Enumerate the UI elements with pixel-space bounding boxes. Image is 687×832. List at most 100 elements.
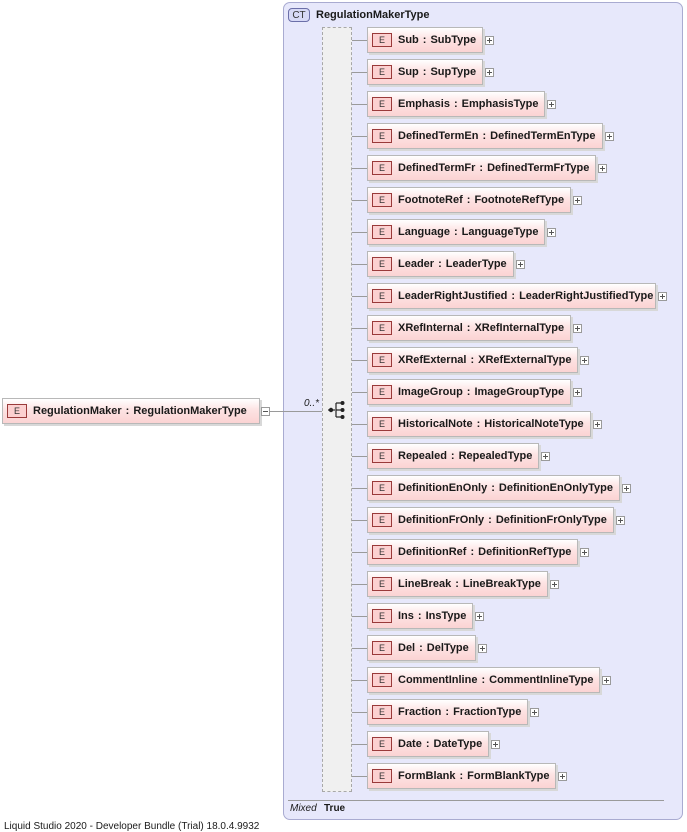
child-element-sup[interactable]: E Sup : SupType — [367, 59, 483, 85]
child-element-type: LeaderRightJustifiedType — [519, 290, 654, 302]
child-element-separator: : — [450, 450, 455, 462]
child-element-type: EmphasisType — [461, 98, 539, 110]
expand-icon[interactable] — [558, 772, 567, 781]
child-connector — [352, 712, 367, 713]
child-element-definitionfronly[interactable]: E DefinitionFrOnly : DefinitionFrOnlyTyp… — [367, 507, 614, 533]
child-element-del[interactable]: E Del : DelType — [367, 635, 476, 661]
child-element-language[interactable]: E Language : LanguageType — [367, 219, 545, 245]
child-element-imagegroup[interactable]: E ImageGroup : ImageGroupType — [367, 379, 571, 405]
child-element-ins[interactable]: E Ins : InsType — [367, 603, 473, 629]
child-element-separator: : — [466, 322, 471, 334]
root-connector — [270, 411, 322, 412]
expand-icon[interactable] — [485, 68, 494, 77]
child-element-separator: : — [453, 226, 458, 238]
child-element-footnoteref[interactable]: E FootnoteRef : FootnoteRefType — [367, 187, 571, 213]
child-element-name: Sup — [398, 66, 419, 78]
child-element-separator: : — [466, 386, 471, 398]
expand-icon[interactable] — [598, 164, 607, 173]
element-badge: E — [372, 417, 392, 431]
child-element-separator: : — [445, 706, 450, 718]
child-element-commentinline[interactable]: E CommentInline : CommentInlineType — [367, 667, 600, 693]
child-element-name: Sub — [398, 34, 419, 46]
child-element-type: RepealedType — [458, 450, 533, 462]
child-element-separator: : — [422, 34, 427, 46]
child-element-leader[interactable]: E Leader : LeaderType — [367, 251, 514, 277]
expand-icon[interactable] — [658, 292, 667, 301]
expand-icon[interactable] — [530, 708, 539, 717]
child-element-definitionenonly[interactable]: E DefinitionEnOnly : DefinitionEnOnlyTyp… — [367, 475, 620, 501]
child-element-name: Del — [398, 642, 416, 654]
expand-icon[interactable] — [547, 100, 556, 109]
child-element-separator: : — [453, 98, 458, 110]
child-element-name: Emphasis — [398, 98, 450, 110]
sequence-compositor-icon[interactable] — [328, 400, 348, 420]
expand-icon[interactable] — [580, 356, 589, 365]
child-connector — [352, 264, 367, 265]
child-connector — [352, 776, 367, 777]
child-element-type: LanguageType — [461, 226, 539, 238]
child-element-name: DefinedTermEn — [398, 130, 479, 142]
child-element-type: InsType — [425, 610, 467, 622]
child-connector — [352, 744, 367, 745]
child-element-repealed[interactable]: E Repealed : RepealedType — [367, 443, 539, 469]
expand-icon[interactable] — [616, 516, 625, 525]
root-element-name: RegulationMaker — [33, 405, 122, 417]
child-element-historicalnote[interactable]: E HistoricalNote : HistoricalNoteType — [367, 411, 591, 437]
multiplicity-label: 0..* — [304, 398, 320, 409]
child-element-name: Fraction — [398, 706, 442, 718]
child-element-date[interactable]: E Date : DateType — [367, 731, 489, 757]
child-connector — [352, 296, 367, 297]
child-element-formblank[interactable]: E FormBlank : FormBlankType — [367, 763, 556, 789]
expand-icon[interactable] — [491, 740, 500, 749]
root-element-type: RegulationMakerType — [133, 405, 247, 417]
child-element-separator: : — [438, 258, 442, 270]
expand-icon[interactable] — [478, 644, 487, 653]
element-badge: E — [372, 577, 392, 591]
mixed-value: True — [324, 803, 346, 814]
expand-icon[interactable] — [485, 36, 494, 45]
child-element-xrefinternal[interactable]: E XRefInternal : XRefInternalType — [367, 315, 571, 341]
child-element-type: ImageGroupType — [474, 386, 565, 398]
collapse-icon[interactable] — [261, 407, 270, 416]
child-element-emphasis[interactable]: E Emphasis : EmphasisType — [367, 91, 545, 117]
child-connector — [352, 232, 367, 233]
expand-icon[interactable] — [573, 196, 582, 205]
child-connector — [352, 40, 367, 41]
complex-type-name[interactable]: RegulationMakerType — [316, 9, 430, 21]
child-element-name: HistoricalNote — [398, 418, 473, 430]
child-connector — [352, 456, 367, 457]
element-badge: E — [372, 385, 392, 399]
expand-icon[interactable] — [547, 228, 556, 237]
child-element-type: SupType — [430, 66, 477, 78]
child-element-definedtermfr[interactable]: E DefinedTermFr : DefinedTermFrType — [367, 155, 596, 181]
child-element-sub[interactable]: E Sub : SubType — [367, 27, 483, 53]
child-element-xrefexternal[interactable]: E XRefExternal : XRefExternalType — [367, 347, 578, 373]
child-element-type: DefinitionFrOnlyType — [495, 514, 607, 526]
child-connector — [352, 104, 367, 105]
expand-icon[interactable] — [541, 452, 550, 461]
child-element-fraction[interactable]: E Fraction : FractionType — [367, 699, 528, 725]
expand-icon[interactable] — [602, 676, 611, 685]
child-element-name: XRefExternal — [398, 354, 467, 366]
expand-icon[interactable] — [573, 324, 582, 333]
expand-icon[interactable] — [593, 420, 602, 429]
expand-icon[interactable] — [475, 612, 484, 621]
expand-icon[interactable] — [580, 548, 589, 557]
expand-icon[interactable] — [516, 260, 525, 269]
element-badge: E — [372, 705, 392, 719]
child-element-definedtermen[interactable]: E DefinedTermEn : DefinedTermEnType — [367, 123, 603, 149]
child-element-definitionref[interactable]: E DefinitionRef : DefinitionRefType — [367, 539, 578, 565]
expand-icon[interactable] — [550, 580, 559, 589]
expand-icon[interactable] — [622, 484, 631, 493]
child-element-name: Ins — [398, 610, 414, 622]
root-element[interactable]: E RegulationMaker : RegulationMakerType — [2, 398, 260, 424]
child-connector — [352, 616, 367, 617]
element-badge: E — [372, 225, 392, 239]
child-element-name: Leader — [398, 258, 435, 270]
child-element-leaderrightjustified[interactable]: E LeaderRightJustified : LeaderRightJust… — [367, 283, 656, 309]
expand-icon[interactable] — [605, 132, 614, 141]
expand-icon[interactable] — [573, 388, 582, 397]
child-element-linebreak[interactable]: E LineBreak : LineBreakType — [367, 571, 548, 597]
child-element-type: LeaderType — [445, 258, 507, 270]
child-element-separator: : — [470, 354, 475, 366]
